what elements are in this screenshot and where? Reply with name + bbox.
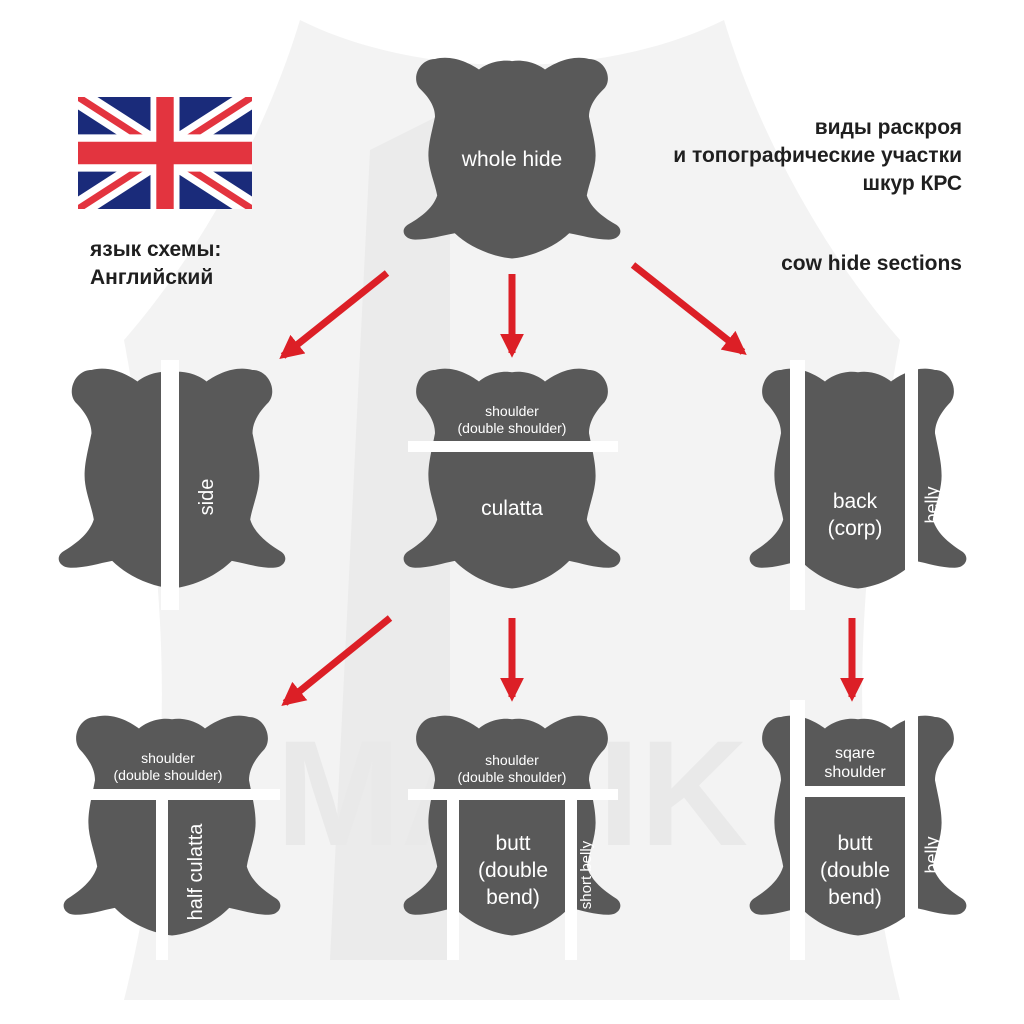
label-butt-1-sq: butt (837, 832, 872, 855)
hide-back: back (corp) belly (749, 360, 967, 610)
hide-side: side (58, 360, 286, 610)
label-square-shoulder-1: sqare (835, 745, 875, 762)
language-label: язык схемы: Английский (90, 238, 222, 289)
label-belly: belly (922, 486, 942, 523)
label-culatta: culatta (481, 497, 543, 520)
label-shoulder-2-half: (double shoulder) (114, 767, 223, 783)
russian-title: виды раскроя и топографические участки ш… (673, 116, 962, 195)
arrows (279, 262, 864, 706)
arrow-whole-to-back (630, 262, 747, 355)
label-whole-hide: whole hide (461, 148, 562, 171)
label-back-1: back (833, 490, 878, 513)
label-square-shoulder-2: shoulder (824, 764, 886, 781)
label-short-belly: short belly (578, 840, 595, 909)
arrow-culatta-to-half-culatta (281, 615, 393, 706)
label-shoulder-2-butt: (double shoulder) (458, 769, 567, 785)
label-back-2: (corp) (828, 517, 883, 540)
hide-whole: whole hide (403, 57, 621, 259)
label-belly-sq: belly (922, 836, 942, 873)
hide-half-culatta: shoulder (double shoulder) half culatta (63, 715, 281, 960)
label-side: side (196, 479, 218, 516)
label-butt-1: butt (495, 832, 530, 855)
label-butt-3-sq: bend) (828, 886, 882, 909)
label-shoulder-1-half: shoulder (141, 750, 195, 766)
label-butt-3: bend) (486, 886, 540, 909)
hide-butt-short-belly: shoulder (double shoulder) butt (double … (403, 715, 621, 960)
label-shoulder-1-butt: shoulder (485, 752, 539, 768)
label-half-culatta: half culatta (185, 823, 207, 921)
union-jack-flag-icon (78, 97, 252, 209)
english-title: cow hide sections (781, 252, 962, 275)
hide-square-shoulder: sqare shoulder butt (double bend) belly (749, 700, 967, 960)
label-shoulder-1: shoulder (485, 403, 539, 419)
label-butt-2: (double (478, 859, 548, 882)
label-shoulder-2: (double shoulder) (458, 420, 567, 436)
hide-culatta: shoulder (double shoulder) culatta (403, 368, 621, 589)
label-butt-2-sq: (double (820, 859, 890, 882)
arrow-whole-to-side (279, 270, 390, 359)
